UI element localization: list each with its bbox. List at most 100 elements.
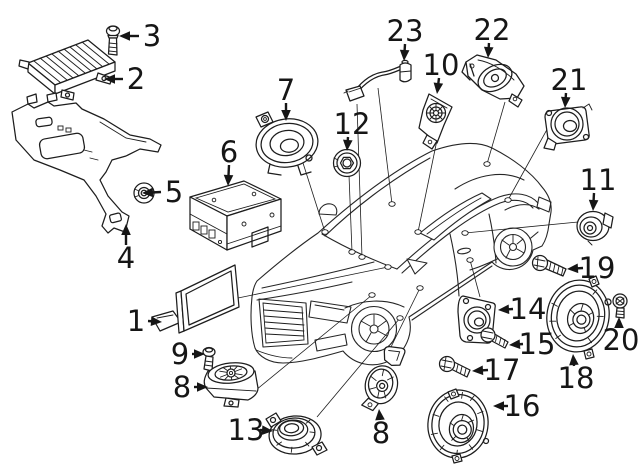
callout-arrowhead-icon <box>399 49 410 61</box>
car-bumper-line <box>255 349 293 359</box>
callout-3-bolt[interactable]: 3 <box>119 19 161 53</box>
callout-number-17: 17 <box>484 353 521 387</box>
leader-dot <box>348 249 356 255</box>
leader-dot <box>384 264 392 270</box>
callout-arrowhead-icon <box>433 82 444 94</box>
callout-arrowhead-icon <box>493 401 504 411</box>
car-fender-line <box>344 300 405 309</box>
part-21-rear-speaker-illustration <box>543 103 593 151</box>
callout-11-tweeter[interactable]: 11 <box>580 163 617 211</box>
car-rear-wheel <box>493 227 533 267</box>
callout-21-rear-speaker[interactable]: 21 <box>551 63 588 108</box>
callout-number-6: 6 <box>220 135 238 169</box>
callout-number-3: 3 <box>143 19 161 53</box>
leader-dot <box>466 257 474 263</box>
leader-dot <box>396 315 404 321</box>
callout-arrowhead-icon <box>375 409 385 421</box>
leader-line-grommet-12 <box>348 174 356 255</box>
part-19-bolt-illustration <box>531 254 567 277</box>
leader-dot <box>358 254 366 260</box>
callout-9-screw[interactable]: 9 <box>171 337 205 371</box>
part-15-bolt-illustration <box>480 327 509 349</box>
callout-number-11: 11 <box>580 163 617 197</box>
leader-line-rear-shelf-speaker-22 <box>483 101 506 167</box>
part-12-grommet-illustration <box>332 148 362 178</box>
car-hood-crease-2 <box>256 281 353 301</box>
leader-dot <box>461 230 469 236</box>
callout-18-subwoofer[interactable]: 18 <box>558 354 595 395</box>
callout-20-screw[interactable]: 20 <box>603 317 640 357</box>
leader-line-antenna-cable-23-a <box>377 87 396 207</box>
callout-number-18: 18 <box>558 361 595 395</box>
callout-number-9: 9 <box>171 337 189 371</box>
callout-number-2: 2 <box>127 62 145 96</box>
callout-arrowhead-icon <box>261 425 273 435</box>
callout-14-door-speaker-rear[interactable]: 14 <box>498 292 546 326</box>
leader-dot <box>321 229 329 235</box>
car-grille <box>258 298 309 348</box>
leader-lines <box>237 87 579 418</box>
callout-number-4: 4 <box>117 241 135 275</box>
callout-number-7: 7 <box>277 73 295 107</box>
callout-10-tweeter-with-bracket[interactable]: 10 <box>423 48 460 94</box>
callout-number-8: 8 <box>173 370 191 404</box>
callout-8-center-speaker-rear[interactable]: 8 <box>372 409 390 450</box>
callout-5-grommet[interactable]: 5 <box>142 175 183 209</box>
callout-2-amplifier[interactable]: 2 <box>104 62 145 96</box>
callout-arrowhead-icon <box>560 96 571 108</box>
leader-line-center-speaker-13 <box>316 315 404 418</box>
part-6-radio-illustration <box>189 180 282 251</box>
callout-23-antenna-cable[interactable]: 23 <box>387 14 424 61</box>
car-roof-rail-inner <box>401 199 534 274</box>
car-sill-line <box>411 265 493 321</box>
callout-7-door-speaker[interactable]: 7 <box>277 73 295 121</box>
callout-arrowhead-icon <box>588 199 599 211</box>
car-headlight-inner <box>314 304 345 311</box>
callout-16-woofer[interactable]: 16 <box>493 389 540 423</box>
leader-dot <box>414 229 422 235</box>
callout-6-radio-head-unit[interactable]: 6 <box>220 135 238 186</box>
part-20-screw-illustration <box>612 293 628 319</box>
callout-arrowhead-icon <box>121 224 131 235</box>
callout-22-rear-shelf-speaker[interactable]: 22 <box>474 13 511 58</box>
callout-number-5: 5 <box>165 175 183 209</box>
car-windshield-pillar-inner <box>324 157 431 237</box>
callout-number-12: 12 <box>334 107 371 141</box>
car-hood-crease-1 <box>261 261 375 289</box>
callout-arrowhead-icon <box>472 365 484 376</box>
car-lower-intake <box>314 333 348 352</box>
callout-arrowhead-icon <box>614 317 624 328</box>
callout-4-mounting-bracket[interactable]: 4 <box>117 224 135 275</box>
leader-line-door-speaker-7 <box>302 162 329 235</box>
callout-number-14: 14 <box>510 292 547 326</box>
callout-15-bolt[interactable]: 15 <box>509 327 555 361</box>
callout-number-21: 21 <box>551 63 588 97</box>
callout-8-center-speaker-front[interactable]: 8 <box>173 370 208 404</box>
callout-number-20: 20 <box>603 323 640 357</box>
part-16-woofer-illustration <box>427 388 490 464</box>
leader-line-center-speaker-8b <box>389 285 424 350</box>
part-13-center-speaker-illustration <box>265 412 328 456</box>
part-7-speaker-illustration <box>255 111 319 176</box>
car-side-mirror <box>406 258 428 275</box>
callout-12-grommet[interactable]: 12 <box>334 107 371 151</box>
callout-arrowhead-icon <box>150 316 162 327</box>
part-10-tweeter-bracket-illustration <box>418 93 453 150</box>
vehicle-illustration <box>250 142 552 366</box>
callout-arrowhead-icon <box>104 74 115 84</box>
callout-number-16: 16 <box>504 389 541 423</box>
callout-17-bolt[interactable]: 17 <box>472 353 520 387</box>
part-9-screw-illustration <box>202 346 216 372</box>
car-door-seam-rear <box>488 213 497 264</box>
callout-13-center-speaker[interactable]: 13 <box>228 413 273 447</box>
car-trunk-line <box>504 204 540 211</box>
car-roof-rail <box>396 193 539 270</box>
leader-line-tweeter-11 <box>461 221 579 236</box>
part-4-bracket-illustration <box>11 92 162 234</box>
part-8-center-speaker-rear-illustration <box>361 345 406 412</box>
car-side-window-inner <box>426 197 482 235</box>
callout-number-23: 23 <box>387 14 424 48</box>
callout-19-bolt[interactable]: 19 <box>567 251 615 285</box>
callout-1-display-unit[interactable]: 1 <box>127 304 162 338</box>
